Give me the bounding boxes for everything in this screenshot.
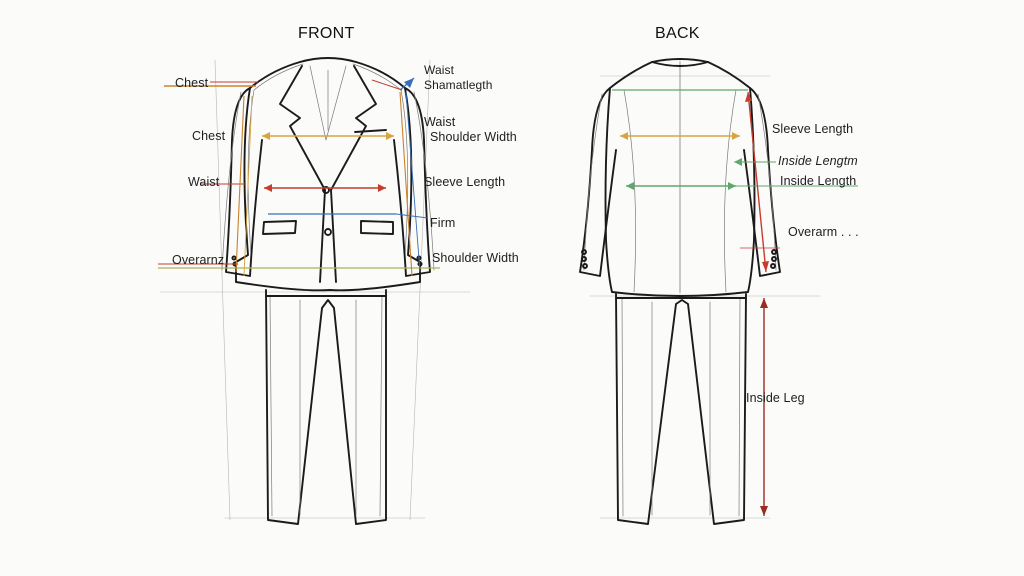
back-suit-drawing — [579, 58, 821, 525]
back-label-overarm: Overarm . . . — [788, 225, 859, 239]
back-sleeve-length-line — [747, 91, 767, 273]
front-sleeve-vertical-left-2 — [243, 95, 253, 277]
back-label-inside-length: Inside Length — [780, 174, 857, 188]
front-label-sleeve-length: Sleeve Length — [424, 175, 506, 189]
front-label-chest-top: Chest — [175, 76, 209, 90]
front-sleeve-vertical-right — [399, 91, 413, 277]
back-label-inside-leg: Inside Leg — [746, 391, 805, 405]
front-label-waist-top-right: Waist — [424, 63, 455, 77]
back-title: BACK — [655, 25, 700, 42]
front-sleeve-vertical-right-2 — [405, 91, 421, 273]
back-label-sleeve-length: Sleeve Length — [772, 122, 854, 136]
front-title: FRONT — [298, 25, 355, 42]
front-firm-line — [395, 213, 429, 219]
front-label-overarm: Overarnz — [172, 253, 225, 267]
back-label-inside-lengtm: Inside Lengtm — [778, 154, 858, 168]
front-label-firm: Firm — [430, 216, 456, 230]
front-label-shamatlength: Shamatlegth — [424, 78, 493, 92]
front-sleeve-vertical-left — [235, 95, 245, 273]
front-label-shoulder-width-upper: Shoulder Width — [430, 130, 517, 144]
front-label-waist-right: Waist — [424, 115, 456, 129]
front-label-chest: Chest — [192, 129, 226, 143]
front-measurement-lines — [158, 77, 440, 277]
front-label-shoulder-width-lower: Shoulder Width — [432, 251, 519, 265]
back-measurement-lines — [612, 89, 858, 516]
front-suit-drawing — [159, 57, 471, 525]
front-label-waist-left: Waist — [188, 175, 220, 189]
